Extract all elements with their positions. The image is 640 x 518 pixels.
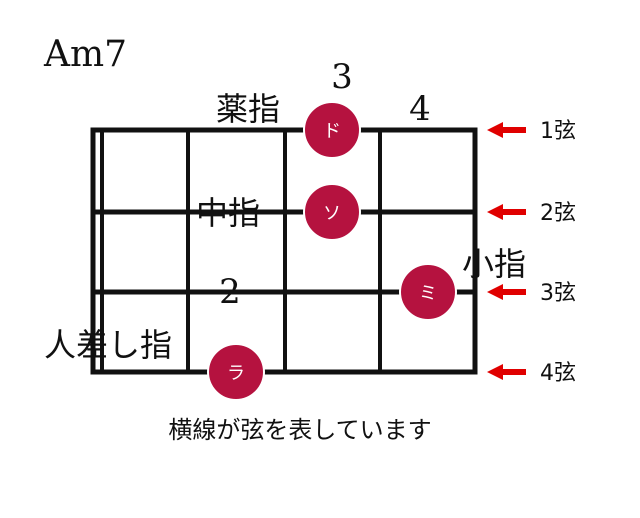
fret-number-4: 4 xyxy=(409,89,431,129)
left-arrow-icon xyxy=(487,284,526,300)
note-name: ラ xyxy=(227,363,245,384)
finger-label-pinky: 小指 xyxy=(462,245,526,283)
note-marker: ド xyxy=(303,101,361,159)
note-dot xyxy=(207,343,265,401)
string-label-4: 4弦 xyxy=(540,361,576,386)
note-dot xyxy=(303,101,361,159)
note-dot xyxy=(399,263,457,321)
left-arrow-icon xyxy=(487,364,526,380)
string-label-3: 3弦 xyxy=(540,281,576,306)
note-name: ド xyxy=(323,121,341,142)
finger-label-index: 人差し指 xyxy=(44,326,172,364)
string-label-1: 1弦 xyxy=(540,119,576,144)
string-indicator: 2弦 xyxy=(487,201,576,226)
chord-name: Am7 xyxy=(43,34,127,75)
left-arrow-icon xyxy=(487,204,526,220)
note-name: ミ xyxy=(419,283,437,304)
fret-number-3: 3 xyxy=(331,57,353,97)
finger-label-ring: 薬指 xyxy=(216,90,280,128)
string-indicator: 4弦 xyxy=(487,361,576,386)
string-indicators: 1弦 2弦 3弦 4弦 xyxy=(487,119,576,386)
string-indicator: 1弦 xyxy=(487,119,576,144)
note-marker: ラ xyxy=(207,343,265,401)
caption: 横線が弦を表しています xyxy=(168,416,431,444)
finger-label-middle: 中指 xyxy=(196,194,260,232)
note-marker: ミ xyxy=(399,263,457,321)
note-name: ソ xyxy=(323,203,341,224)
note-dot xyxy=(303,183,361,241)
note-marker: ソ xyxy=(303,183,361,241)
string-indicator: 3弦 xyxy=(487,281,576,306)
string-label-2: 2弦 xyxy=(540,201,576,226)
left-arrow-icon xyxy=(487,122,526,138)
